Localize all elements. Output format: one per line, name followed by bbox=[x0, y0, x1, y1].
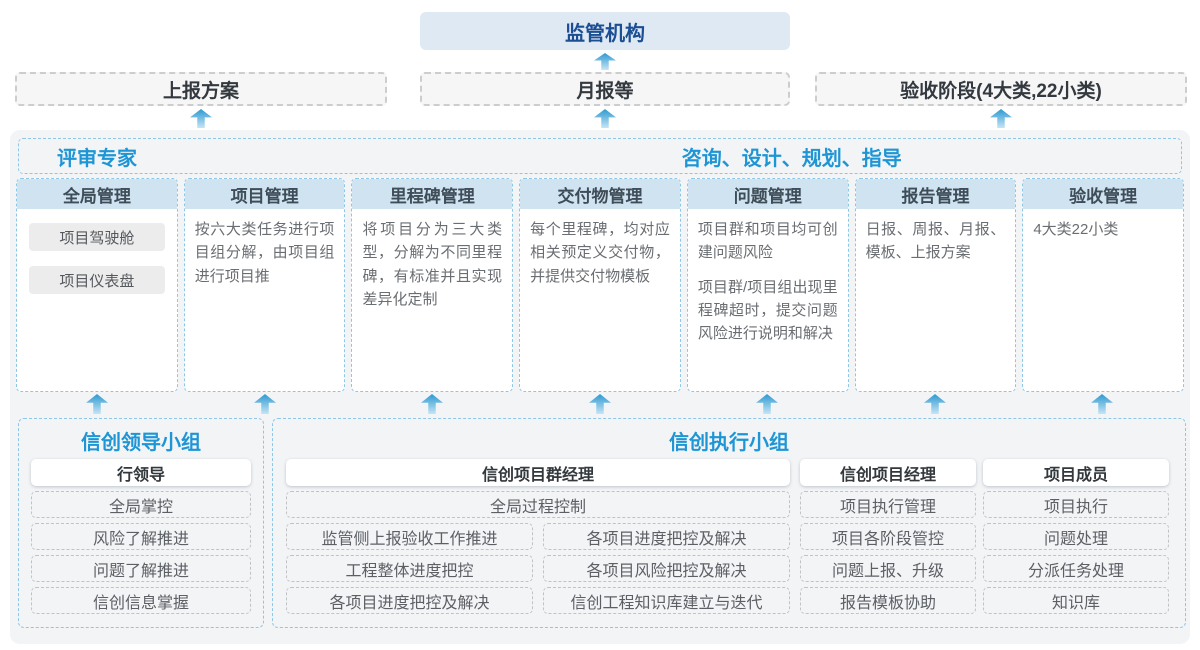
arrow-up-icon bbox=[86, 394, 108, 414]
member-duty-item: 问题处理 bbox=[983, 523, 1169, 550]
leadership-group-title: 信创领导小组 bbox=[81, 432, 201, 454]
column-description: 日报、周报、月报、模板、上报方案 bbox=[865, 221, 1006, 262]
leadership-duty-item: 信创信息掌握 bbox=[31, 587, 251, 614]
arrow-up-icon bbox=[990, 109, 1012, 128]
project-manager-role: 信创项目经理 bbox=[800, 459, 976, 486]
column-global-management: 全局管理 项目驾驶舱 项目仪表盘 bbox=[16, 178, 178, 392]
column-description: 按六大类任务进行项目组分解，由项目组进行项目推 bbox=[194, 221, 335, 285]
monthly-report-box: 月报等 bbox=[420, 72, 790, 106]
column-acceptance-management: 验收管理 4大类22小类 bbox=[1022, 178, 1185, 392]
arrow-up-icon bbox=[924, 394, 946, 414]
project-member-role: 项目成员 bbox=[983, 459, 1169, 486]
regulator-box: 监管机构 bbox=[420, 12, 790, 50]
arrow-up-icon bbox=[594, 53, 616, 70]
leadership-duty-item: 风险了解推进 bbox=[31, 523, 251, 550]
pm-duty-item: 项目各阶段管控 bbox=[800, 523, 976, 550]
arrow-up-icon bbox=[756, 394, 778, 414]
consulting-design-label: 咨询、设计、规划、指导 bbox=[681, 147, 902, 170]
leadership-duty-item: 全局掌控 bbox=[31, 491, 251, 518]
pm-duty-item: 问题上报、升级 bbox=[800, 555, 976, 582]
pgm-duty-item: 各项目进度把控及解决 bbox=[543, 523, 790, 550]
column-description: 项目群和项目均可创建问题风险 bbox=[697, 221, 838, 262]
management-columns: 全局管理 项目驾驶舱 项目仪表盘 项目管理 按六大类任务进行项目组分解，由项目组… bbox=[16, 178, 1185, 392]
column-title: 报告管理 bbox=[855, 179, 1016, 209]
program-manager-role: 信创项目群经理 bbox=[286, 459, 790, 486]
column-deliverable-management: 交付物管理 每个里程碑，均对应相关预定义交付物，并提供交付物模板 bbox=[519, 178, 681, 392]
arrow-up-icon bbox=[594, 109, 616, 128]
program-manager-block: 信创项目群经理 全局过程控制 监管侧上报验收工作推进 各项目进度把控及解决 工程… bbox=[286, 459, 790, 614]
platform-panel: 评审专家 咨询、设计、规划、指导 全局管理 项目驾驶舱 项目仪表盘 项目管理 按… bbox=[10, 130, 1190, 644]
member-duty-item: 分派任务处理 bbox=[983, 555, 1169, 582]
pgm-duty-item: 各项目风险把控及解决 bbox=[543, 555, 790, 582]
pgm-duty-item: 全局过程控制 bbox=[286, 491, 790, 518]
pm-duty-item: 项目执行管理 bbox=[800, 491, 976, 518]
pgm-duty-item: 工程整体进度把控 bbox=[286, 555, 533, 582]
bank-leader-role: 行领导 bbox=[31, 459, 251, 486]
arrow-up-icon bbox=[254, 394, 276, 414]
acceptance-phase-box: 验收阶段(4大类,22小类) bbox=[815, 72, 1187, 106]
pm-duty-item: 报告模板协助 bbox=[800, 587, 976, 614]
column-title: 问题管理 bbox=[687, 179, 848, 209]
pgm-duty-item: 监管侧上报验收工作推进 bbox=[286, 523, 533, 550]
member-duty-item: 项目执行 bbox=[983, 491, 1169, 518]
column-report-management: 报告管理 日报、周报、月报、模板、上报方案 bbox=[854, 178, 1017, 392]
leadership-group-box: 信创领导小组 行领导 全局掌控 风险了解推进 问题了解推进 信创信息掌握 bbox=[18, 418, 264, 628]
column-title: 交付物管理 bbox=[520, 179, 680, 209]
column-title: 里程碑管理 bbox=[352, 179, 513, 209]
column-title: 项目管理 bbox=[184, 179, 345, 209]
arrow-up-icon bbox=[421, 394, 443, 414]
column-project-management: 项目管理 按六大类任务进行项目组分解，由项目组进行项目推 bbox=[183, 178, 346, 392]
member-duty-item: 知识库 bbox=[983, 587, 1169, 614]
column-issue-management: 问题管理 项目群和项目均可创建问题风险 项目群/项目组出现里程碑超时，提交问题风… bbox=[686, 178, 849, 392]
column-milestone-management: 里程碑管理 将项目分为三大类型，分解为不同里程碑，有标准并且实现差异化定制 bbox=[351, 178, 514, 392]
column-description: 每个里程碑，均对应相关预定义交付物，并提供交付物模板 bbox=[530, 221, 670, 285]
arrow-up-icon bbox=[589, 394, 611, 414]
execution-group-box: 信创执行小组 信创项目群经理 全局过程控制 监管侧上报验收工作推进 各项目进度把… bbox=[272, 418, 1186, 628]
column-description: 将项目分为三大类型，分解为不同里程碑，有标准并且实现差异化定制 bbox=[362, 221, 503, 308]
review-experts-label: 评审专家 bbox=[57, 147, 137, 170]
leadership-duty-item: 问题了解推进 bbox=[31, 555, 251, 582]
pgm-duty-item: 各项目进度把控及解决 bbox=[286, 587, 533, 614]
pgm-duty-item: 信创工程知识库建立与迭代 bbox=[543, 587, 790, 614]
report-plan-box: 上报方案 bbox=[15, 72, 387, 106]
column-description: 4大类22小类 bbox=[1033, 221, 1119, 238]
project-member-block: 项目成员 项目执行 问题处理 分派任务处理 知识库 bbox=[983, 459, 1169, 614]
expert-header: 评审专家 咨询、设计、规划、指导 bbox=[18, 138, 1182, 174]
project-cockpit-chip: 项目驾驶舱 bbox=[29, 223, 165, 251]
column-description: 项目群/项目组出现里程碑超时，提交问题风险进行说明和解决 bbox=[697, 278, 838, 343]
arrow-up-icon bbox=[1091, 394, 1113, 414]
project-manager-block: 信创项目经理 项目执行管理 项目各阶段管控 问题上报、升级 报告模板协助 bbox=[800, 459, 976, 614]
column-title: 验收管理 bbox=[1023, 179, 1184, 209]
column-title: 全局管理 bbox=[17, 179, 177, 209]
project-dashboard-chip: 项目仪表盘 bbox=[29, 266, 165, 294]
arrow-up-icon bbox=[190, 109, 212, 128]
execution-group-title: 信创执行小组 bbox=[669, 432, 789, 454]
